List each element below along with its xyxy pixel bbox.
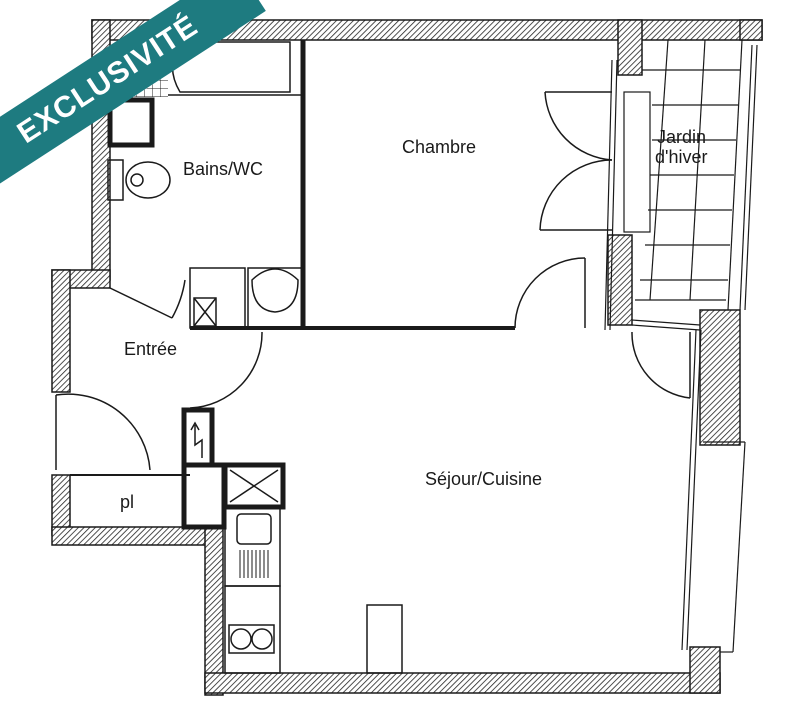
room-label-placard: pl — [120, 492, 135, 512]
sink-icon — [251, 268, 299, 313]
electric-panel-icon — [190, 421, 203, 458]
room-label-bains-wc: Bains/WC — [183, 159, 264, 179]
cooktop-icon — [228, 624, 275, 654]
room-label-jardin-line1: Jardin — [657, 127, 707, 147]
exterior-walls — [51, 19, 763, 696]
room-label-jardin-line2: d'hiver — [655, 147, 708, 167]
living-room-window — [681, 329, 746, 653]
doors — [55, 91, 691, 471]
room-label-chambre: Chambre — [402, 137, 477, 157]
room-label-sejour-cuisine: Séjour/Cuisine — [425, 469, 543, 489]
interior-walls — [70, 40, 515, 530]
jardin-tiles — [604, 39, 758, 331]
kitchen-fixtures — [224, 507, 403, 674]
room-label-entree: Entrée — [124, 339, 178, 359]
toilet-icon — [125, 161, 171, 199]
kitchen-sink-icon — [236, 513, 272, 545]
